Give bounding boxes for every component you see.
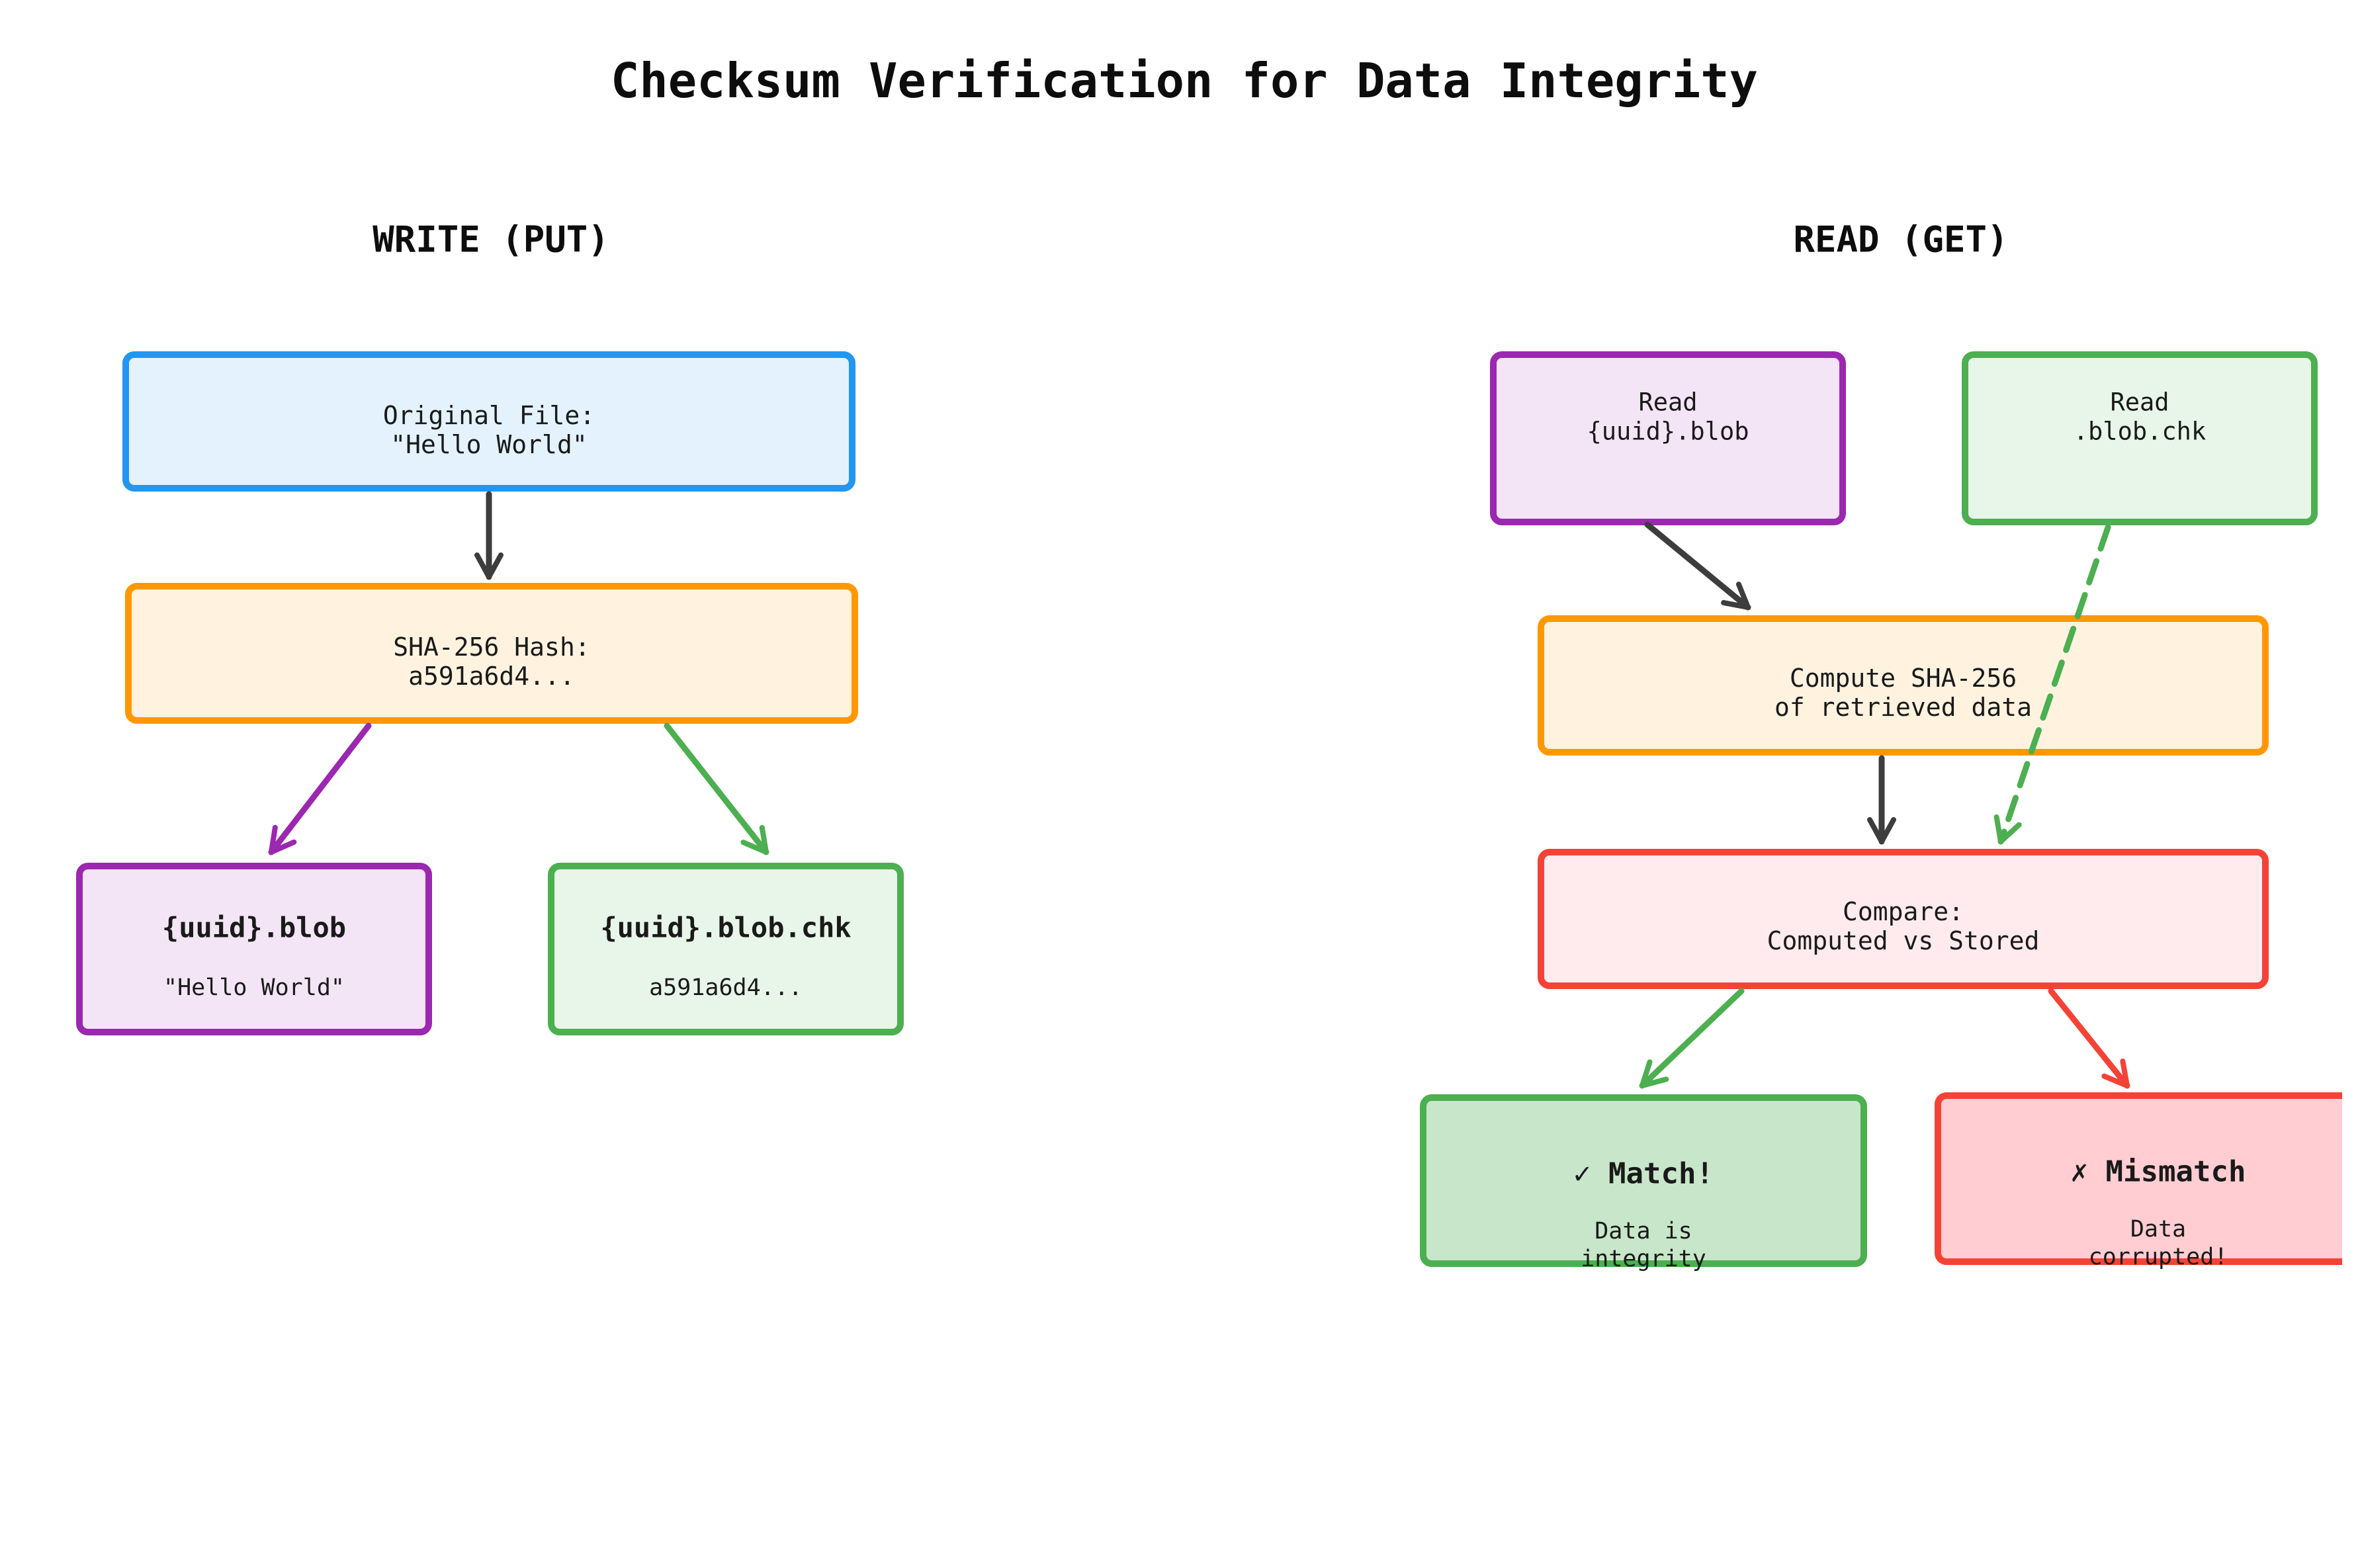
mismatch-result-box-text-line: Data (2130, 1216, 2187, 1242)
original-file-box-text-line: Original File: (382, 401, 595, 430)
mismatch-result-box-text-line: corrupted! (2088, 1244, 2228, 1270)
read-uuid-blob-box-text-line: Read (1638, 388, 1698, 417)
compare-box-text-line: Compare: (1842, 897, 1964, 926)
mismatch-result-box-text-line: ✗ Mismatch (2070, 1154, 2246, 1189)
compare-box-text-line: Computed vs Stored (1767, 926, 2040, 955)
arrow-compare-to-match (1639, 988, 1745, 1089)
uuid-blob-box-text-line: {uuid}.blob (161, 911, 347, 944)
section-header-write-put: WRITE (PUT) (372, 218, 609, 261)
section-header-read-get: READ (GET) (1793, 218, 2009, 261)
read-blob-chk-box-text-line: Read (2110, 388, 2169, 417)
compare-box: Compare:Computed vs Stored (1538, 849, 2269, 989)
match-result-box-text-line: Data is (1595, 1218, 1692, 1244)
uuid-blob-chk-box: {uuid}.blob.chk a591a6d4... (548, 863, 904, 1035)
sha256-hash-box-text-line: a591a6d4... (408, 662, 575, 691)
arrow-sha-to-uuid-blob (268, 722, 372, 855)
sha256-hash-box: SHA-256 Hash:a591a6d4... (125, 583, 858, 724)
uuid-blob-box-text-line: "Hello World" (163, 975, 345, 1001)
original-file-box-text-line: "Hello World" (390, 430, 588, 459)
match-result-box-text-line: integrity (1581, 1246, 1706, 1272)
read-uuid-blob-box: Read{uuid}.blob (1490, 351, 1846, 525)
arrow-sha-to-blob-chk (664, 722, 769, 855)
arrow-read-blob-to-compute (1644, 521, 1751, 611)
arrow-compare-to-mismatch (2048, 988, 2130, 1089)
read-uuid-blob-box-text-line: {uuid}.blob (1587, 417, 1749, 446)
uuid-blob-chk-box-text-line: {uuid}.blob.chk (600, 911, 852, 944)
sha256-hash-box-text-line: SHA-256 Hash: (393, 632, 590, 662)
diagram-title: Checksum Verification for Data Integrity (611, 53, 1758, 109)
original-file-box: Original File:"Hello World" (122, 351, 855, 492)
read-blob-chk-box-text-line: .blob.chk (2073, 417, 2207, 446)
compute-sha256-box-text-line: Compute SHA-256 (1789, 664, 2017, 693)
uuid-blob-chk-box-text-line: a591a6d4... (649, 975, 803, 1001)
uuid-blob-box: {uuid}.blob "Hello World" (76, 863, 432, 1035)
compute-sha256-box-text-line: of retrieved data (1774, 693, 2032, 722)
match-result-box-text-line: ✓ Match! (1573, 1156, 1714, 1191)
read-blob-chk-box: Read.blob.chk (1962, 351, 2318, 525)
